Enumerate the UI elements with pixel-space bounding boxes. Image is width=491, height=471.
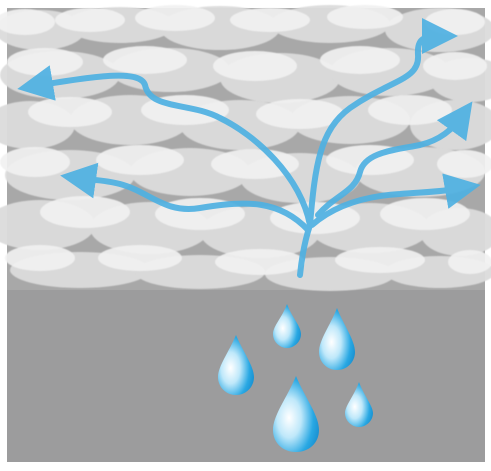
illustration-canvas xyxy=(0,0,491,471)
cloud-rain-diagram xyxy=(0,0,491,471)
